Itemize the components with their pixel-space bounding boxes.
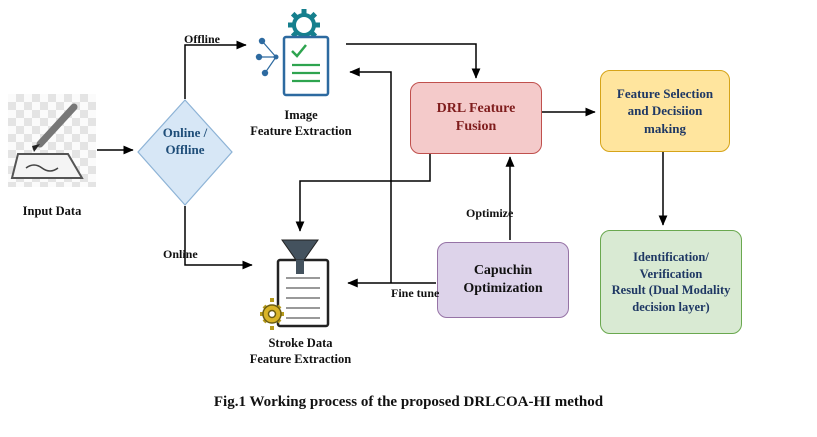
- identification-line1: Identification/: [633, 250, 709, 264]
- decision-line1: Online /: [162, 125, 208, 140]
- drl-feature-fusion-box: DRL Feature Fusion: [410, 82, 542, 154]
- edge-label-optimize: Optimize: [466, 206, 514, 220]
- edge-label-online: Online: [163, 247, 198, 261]
- feature-selection-line2: and Decisiion: [627, 103, 703, 119]
- image-extraction-label: Image Feature Extraction: [242, 108, 360, 139]
- decision-line2: Offline: [165, 141, 205, 157]
- stroke-extraction-label: Stroke Data Feature Extraction: [238, 336, 363, 367]
- feature-selection-line3: making: [644, 120, 686, 136]
- feature-selection-box: Feature Selection and Decisiion making: [600, 70, 730, 152]
- arrow-image-extraction-to-fusion: [346, 43, 481, 79]
- image-extraction-line1: Image: [284, 108, 318, 122]
- funnel-document-gear-icon: [260, 239, 330, 330]
- image-extraction-line2: Feature Extraction: [250, 123, 352, 138]
- feature-selection-line1: Feature Selection: [616, 86, 714, 102]
- gear-document-network-icon: [255, 9, 330, 97]
- capuchin-line2: Optimization: [463, 281, 543, 296]
- capuchin-optimization-box: Capuchin Optimization: [437, 242, 569, 318]
- drl-fusion-line1: DRL Feature: [436, 100, 516, 116]
- stroke-extraction-line2: Feature Extraction: [249, 351, 352, 366]
- identification-line4: decision layer): [632, 299, 710, 314]
- capuchin-line1: Capuchin: [473, 262, 533, 278]
- edge-label-offline: Offline: [184, 32, 220, 46]
- input-data-label: Input Data: [22, 204, 82, 218]
- arrow-finetune-to-image-extraction: [349, 67, 392, 283]
- figure-caption: Fig.1 Working process of the proposed DR…: [213, 394, 604, 410]
- identification-line3: Result (Dual Modality: [611, 283, 731, 297]
- decision-node-label: Online / Offline: [140, 125, 230, 159]
- drl-fusion-line2: Fusion: [455, 119, 497, 134]
- stroke-extraction-line1: Stroke Data: [268, 336, 333, 350]
- arrow-decision-to-stroke-extraction: [184, 206, 253, 270]
- stylus-tablet-icon: [10, 103, 84, 179]
- connector-fusion-to-stroke-extraction: [295, 153, 431, 232]
- arrow-decision-to-image-extraction: [184, 40, 247, 99]
- decision-diamond: [137, 99, 233, 206]
- edge-label-fine-tune: Fine tune: [391, 286, 440, 300]
- input-data-image: [8, 94, 96, 187]
- identification-result-box: Identification/ Verification Result (Dua…: [600, 230, 742, 334]
- identification-line2: Verification: [639, 266, 703, 281]
